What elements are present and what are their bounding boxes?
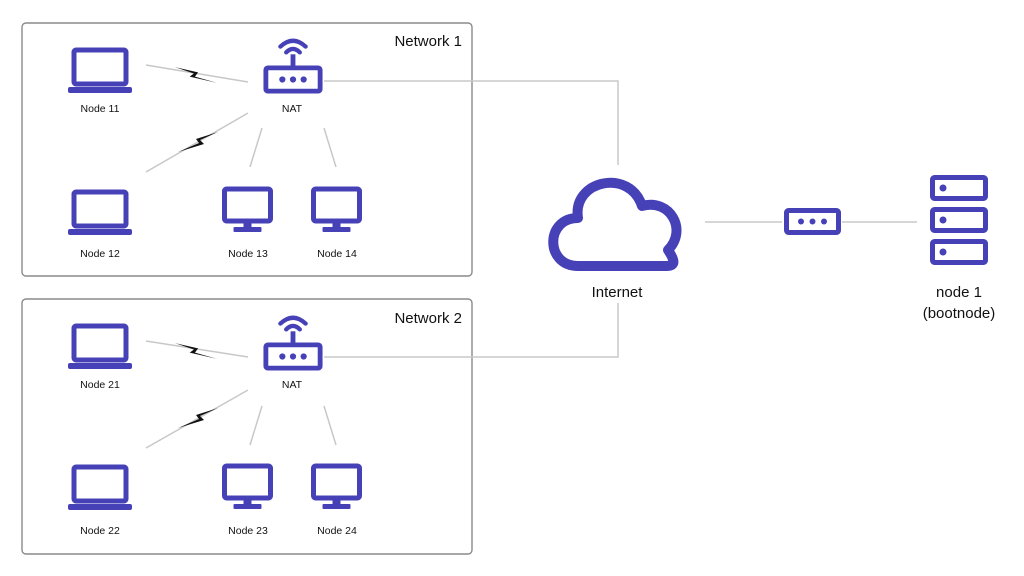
link-node12-nat1	[145, 112, 249, 173]
laptop-icon	[68, 50, 132, 93]
monitor-icon	[314, 466, 360, 509]
wifi-router-icon	[266, 318, 320, 368]
node-24-label: Node 24	[317, 525, 357, 537]
monitor-icon	[314, 189, 360, 232]
node-13-label: Node 13	[228, 248, 268, 260]
monitor-icon	[225, 189, 271, 232]
node-14-label: Node 14	[317, 248, 357, 260]
link-node13-nat1	[249, 127, 263, 168]
link-nat2-internet	[324, 303, 619, 358]
modem-icon	[784, 208, 841, 235]
node-23-label: Node 23	[228, 525, 268, 537]
link-node23-nat2	[249, 405, 263, 446]
network-1-title: Network 1	[394, 33, 462, 50]
link-node14-nat1	[323, 127, 337, 168]
link-nat1-internet	[324, 80, 619, 165]
network-2-title: Network 2	[394, 310, 462, 327]
node-11-label: Node 11	[81, 103, 120, 115]
server-rack-icon	[933, 178, 986, 263]
nat-2-label: NAT	[282, 379, 303, 391]
bootnode-label-line2: (bootnode)	[923, 305, 996, 322]
node-21-label: Node 21	[80, 379, 120, 391]
laptop-icon	[68, 192, 132, 235]
nat-1-label: NAT	[282, 103, 303, 115]
internet-label: Internet	[592, 284, 644, 301]
monitor-icon	[225, 466, 271, 509]
cloud-icon	[548, 177, 682, 272]
link-node22-nat2	[145, 389, 249, 449]
node-22-label: Node 22	[80, 525, 120, 537]
wifi-router-icon	[266, 41, 320, 91]
network-1-box	[21, 22, 473, 277]
bootnode-label-line1: node 1	[936, 284, 982, 301]
laptop-icon	[68, 326, 132, 369]
laptop-icon	[68, 467, 132, 510]
node-12-label: Node 12	[80, 248, 120, 260]
network-2-box	[21, 298, 473, 555]
link-node24-nat2	[323, 405, 337, 446]
